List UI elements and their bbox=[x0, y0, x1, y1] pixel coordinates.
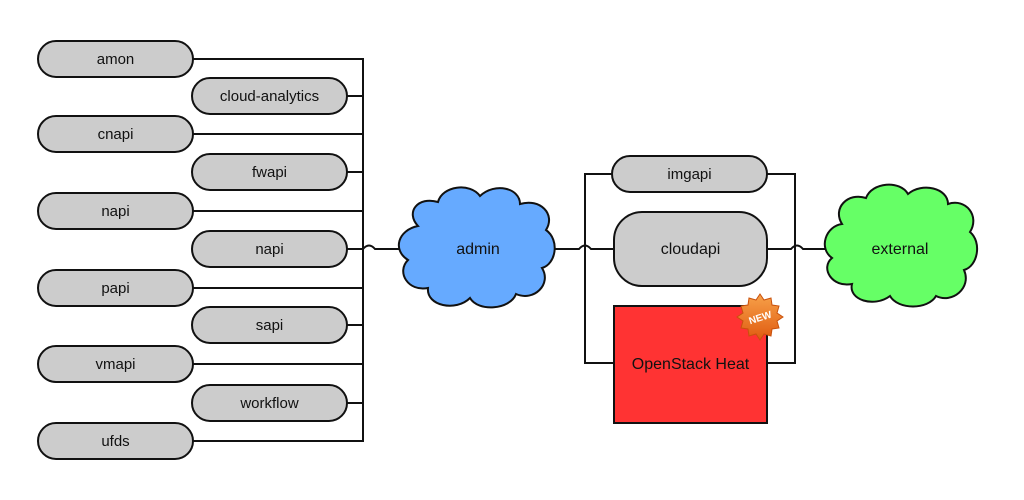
service-label: napi bbox=[255, 241, 283, 258]
service-label: vmapi bbox=[95, 356, 135, 373]
service-label: amon bbox=[97, 51, 135, 68]
starburst-icon bbox=[736, 293, 784, 341]
service-label: ufds bbox=[101, 433, 129, 450]
external-network-cloud[interactable]: external bbox=[823, 183, 979, 308]
cloud-icon bbox=[823, 183, 979, 308]
service-imgapi[interactable]: imgapi bbox=[611, 155, 768, 193]
service-napi-left[interactable]: napi bbox=[37, 192, 194, 230]
service-cloudapi[interactable]: cloudapi bbox=[613, 211, 768, 287]
heat-label: OpenStack Heat bbox=[632, 356, 750, 373]
service-vmapi[interactable]: vmapi bbox=[37, 345, 194, 383]
admin-network-cloud[interactable]: admin bbox=[397, 186, 556, 309]
new-badge: NEW bbox=[736, 293, 784, 341]
service-amon[interactable]: amon bbox=[37, 40, 194, 78]
service-papi[interactable]: papi bbox=[37, 269, 194, 307]
left-connectors bbox=[193, 58, 405, 442]
service-cloud-analytics[interactable]: cloud-analytics bbox=[191, 77, 348, 115]
cloudapi-label: cloudapi bbox=[661, 241, 721, 258]
service-napi-right[interactable]: napi bbox=[191, 230, 348, 268]
imgapi-label: imgapi bbox=[667, 166, 711, 183]
service-ufds[interactable]: ufds bbox=[37, 422, 194, 460]
public-connectors bbox=[550, 173, 827, 364]
service-label: cloud-analytics bbox=[220, 88, 319, 105]
service-label: cnapi bbox=[98, 126, 134, 143]
service-label: sapi bbox=[256, 317, 284, 334]
cloud-icon bbox=[397, 186, 556, 309]
service-cnapi[interactable]: cnapi bbox=[37, 115, 194, 153]
external-label: external bbox=[872, 241, 929, 258]
service-label: fwapi bbox=[252, 164, 287, 181]
service-workflow[interactable]: workflow bbox=[191, 384, 348, 422]
service-sapi[interactable]: sapi bbox=[191, 306, 348, 344]
admin-label: admin bbox=[456, 241, 500, 258]
service-label: papi bbox=[101, 280, 129, 297]
service-label: napi bbox=[101, 203, 129, 220]
service-fwapi[interactable]: fwapi bbox=[191, 153, 348, 191]
service-label: workflow bbox=[239, 395, 299, 412]
